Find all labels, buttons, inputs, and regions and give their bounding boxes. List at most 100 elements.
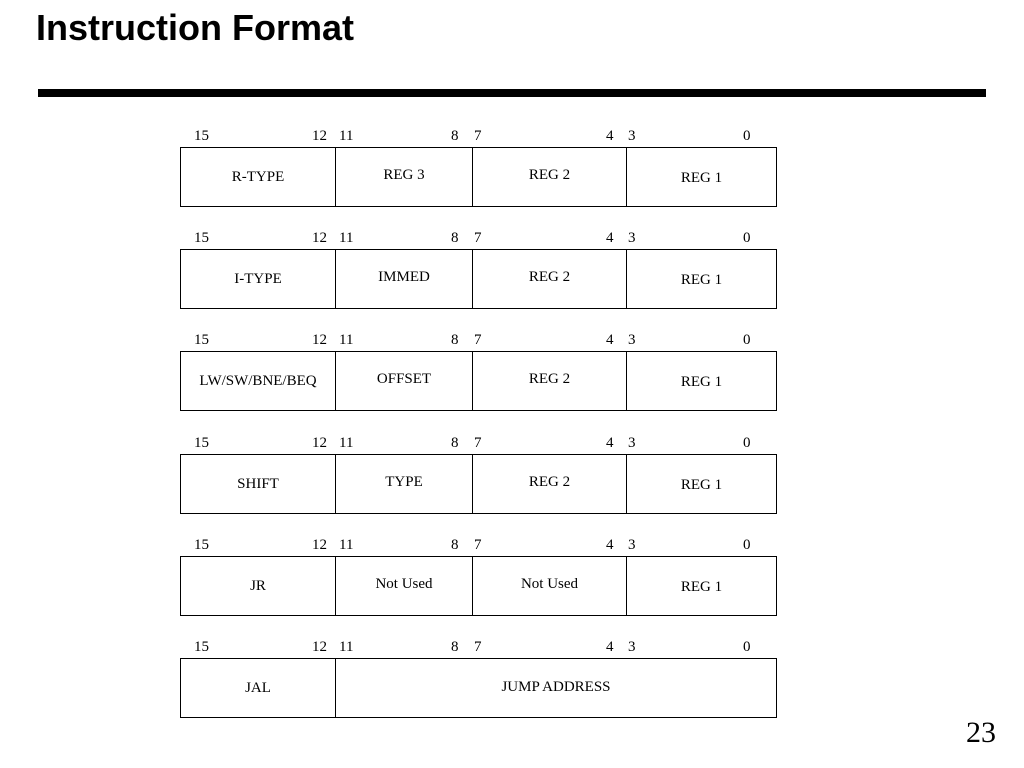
bit-label: 0 <box>743 537 751 553</box>
bit-position-labels: 15 12 11 8 7 4 3 0 <box>180 433 777 453</box>
bit-label: 0 <box>743 639 751 655</box>
bit-label: 3 <box>628 537 636 553</box>
bits-3-0-field: REG 1 <box>626 250 776 308</box>
bit-label: 7 <box>474 128 482 144</box>
instruction-format-i-type: 15 12 11 8 7 4 3 0 I-TYPE IMMED REG 2 RE… <box>180 228 777 310</box>
bits-3-0-field: REG 1 <box>626 148 776 206</box>
bit-label: 15 <box>194 332 209 348</box>
field-label: REG 2 <box>528 167 571 183</box>
instruction-format-jr: 15 12 11 8 7 4 3 0 JR Not Used Not Used … <box>180 535 777 617</box>
field-label: REG 1 <box>680 170 723 186</box>
field-label: REG 3 <box>383 167 425 183</box>
bit-label: 3 <box>628 639 636 655</box>
bit-label: 4 <box>606 435 614 451</box>
instruction-format-memory-branch: 15 12 11 8 7 4 3 0 LW/SW/BNE/BEQ OFFSET … <box>180 330 777 412</box>
bit-label: 4 <box>606 128 614 144</box>
bit-label: 15 <box>194 128 209 144</box>
bit-label: 11 <box>339 537 354 553</box>
bit-label: 15 <box>194 230 209 246</box>
bit-label: 15 <box>194 639 209 655</box>
field-label: SHIFT <box>237 476 279 492</box>
instruction-field-box: I-TYPE IMMED REG 2 REG 1 <box>180 249 777 309</box>
bits-3-0-field: REG 1 <box>626 557 776 615</box>
instruction-format-shift: 15 12 11 8 7 4 3 0 SHIFT TYPE REG 2 REG … <box>180 433 777 515</box>
bit-label: 15 <box>194 537 209 553</box>
bit-label: 11 <box>339 332 354 348</box>
field-label: REG 2 <box>528 269 571 285</box>
bit-position-labels: 15 12 11 8 7 4 3 0 <box>180 535 777 555</box>
bit-label: 8 <box>451 332 459 348</box>
field-label: REG 1 <box>680 272 723 288</box>
bit-label: 12 <box>312 128 327 144</box>
instruction-format-r-type: 15 12 11 8 7 4 3 0 R-TYPE REG 3 REG 2 RE… <box>180 126 777 208</box>
bit-label: 0 <box>743 435 751 451</box>
opcode-field: R-TYPE <box>181 148 335 206</box>
field-label: JUMP ADDRESS <box>501 679 611 695</box>
instruction-format-jal: 15 12 11 8 7 4 3 0 JAL JUMP ADDRESS <box>180 637 777 719</box>
page-number: 23 <box>966 716 996 749</box>
bit-label: 4 <box>606 332 614 348</box>
bit-label: 12 <box>312 332 327 348</box>
bit-label: 7 <box>474 230 482 246</box>
bits-7-4-field: REG 2 <box>472 455 626 513</box>
bits-7-4-field: REG 2 <box>472 148 626 206</box>
bits-7-4-field: REG 2 <box>472 250 626 308</box>
instruction-field-box: R-TYPE REG 3 REG 2 REG 1 <box>180 147 777 207</box>
field-label: IMMED <box>378 269 430 285</box>
bits-7-4-field: Not Used <box>472 557 626 615</box>
bit-label: 8 <box>451 537 459 553</box>
bit-position-labels: 15 12 11 8 7 4 3 0 <box>180 126 777 146</box>
bits-11-8-field: TYPE <box>335 455 472 513</box>
field-label: REG 2 <box>528 474 571 490</box>
bits-11-8-field: REG 3 <box>335 148 472 206</box>
bit-label: 0 <box>743 230 751 246</box>
bit-label: 12 <box>312 435 327 451</box>
bits-11-8-field: IMMED <box>335 250 472 308</box>
instruction-field-box: JAL JUMP ADDRESS <box>180 658 777 718</box>
bit-label: 11 <box>339 230 354 246</box>
bit-label: 7 <box>474 332 482 348</box>
bits-3-0-field: REG 1 <box>626 352 776 410</box>
bit-label: 8 <box>451 639 459 655</box>
opcode-field: JAL <box>181 659 335 717</box>
instruction-field-box: SHIFT TYPE REG 2 REG 1 <box>180 454 777 514</box>
instruction-field-box: LW/SW/BNE/BEQ OFFSET REG 2 REG 1 <box>180 351 777 411</box>
field-label: REG 1 <box>680 374 723 390</box>
bit-label: 4 <box>606 230 614 246</box>
bit-label: 7 <box>474 537 482 553</box>
bits-11-8-field: Not Used <box>335 557 472 615</box>
bit-label: 12 <box>312 230 327 246</box>
bit-position-labels: 15 12 11 8 7 4 3 0 <box>180 228 777 248</box>
jump-address-field: JUMP ADDRESS <box>335 659 776 717</box>
opcode-field: JR <box>181 557 335 615</box>
bit-label: 11 <box>339 435 354 451</box>
bit-label: 0 <box>743 128 751 144</box>
bits-11-8-field: OFFSET <box>335 352 472 410</box>
bit-label: 3 <box>628 332 636 348</box>
field-label: Not Used <box>520 576 579 592</box>
field-label: R-TYPE <box>231 169 285 185</box>
bit-label: 12 <box>312 537 327 553</box>
bit-label: 4 <box>606 537 614 553</box>
bits-7-4-field: REG 2 <box>472 352 626 410</box>
slide-title: Instruction Format <box>36 7 355 48</box>
field-label: JR <box>250 578 266 594</box>
bit-label: 11 <box>339 128 354 144</box>
instruction-field-box: JR Not Used Not Used REG 1 <box>180 556 777 616</box>
bit-label: 3 <box>628 435 636 451</box>
field-label: I-TYPE <box>234 271 282 287</box>
opcode-field: LW/SW/BNE/BEQ <box>181 352 335 410</box>
opcode-field: SHIFT <box>181 455 335 513</box>
bit-label: 3 <box>628 230 636 246</box>
title-divider <box>38 89 986 97</box>
bit-label: 3 <box>628 128 636 144</box>
bit-label: 7 <box>474 639 482 655</box>
field-label: JAL <box>245 680 271 696</box>
bit-label: 8 <box>451 230 459 246</box>
bit-label: 15 <box>194 435 209 451</box>
bit-label: 11 <box>339 639 354 655</box>
bit-label: 8 <box>451 435 459 451</box>
bit-label: 0 <box>743 332 751 348</box>
field-label: REG 2 <box>528 371 571 387</box>
bit-label: 4 <box>606 639 614 655</box>
